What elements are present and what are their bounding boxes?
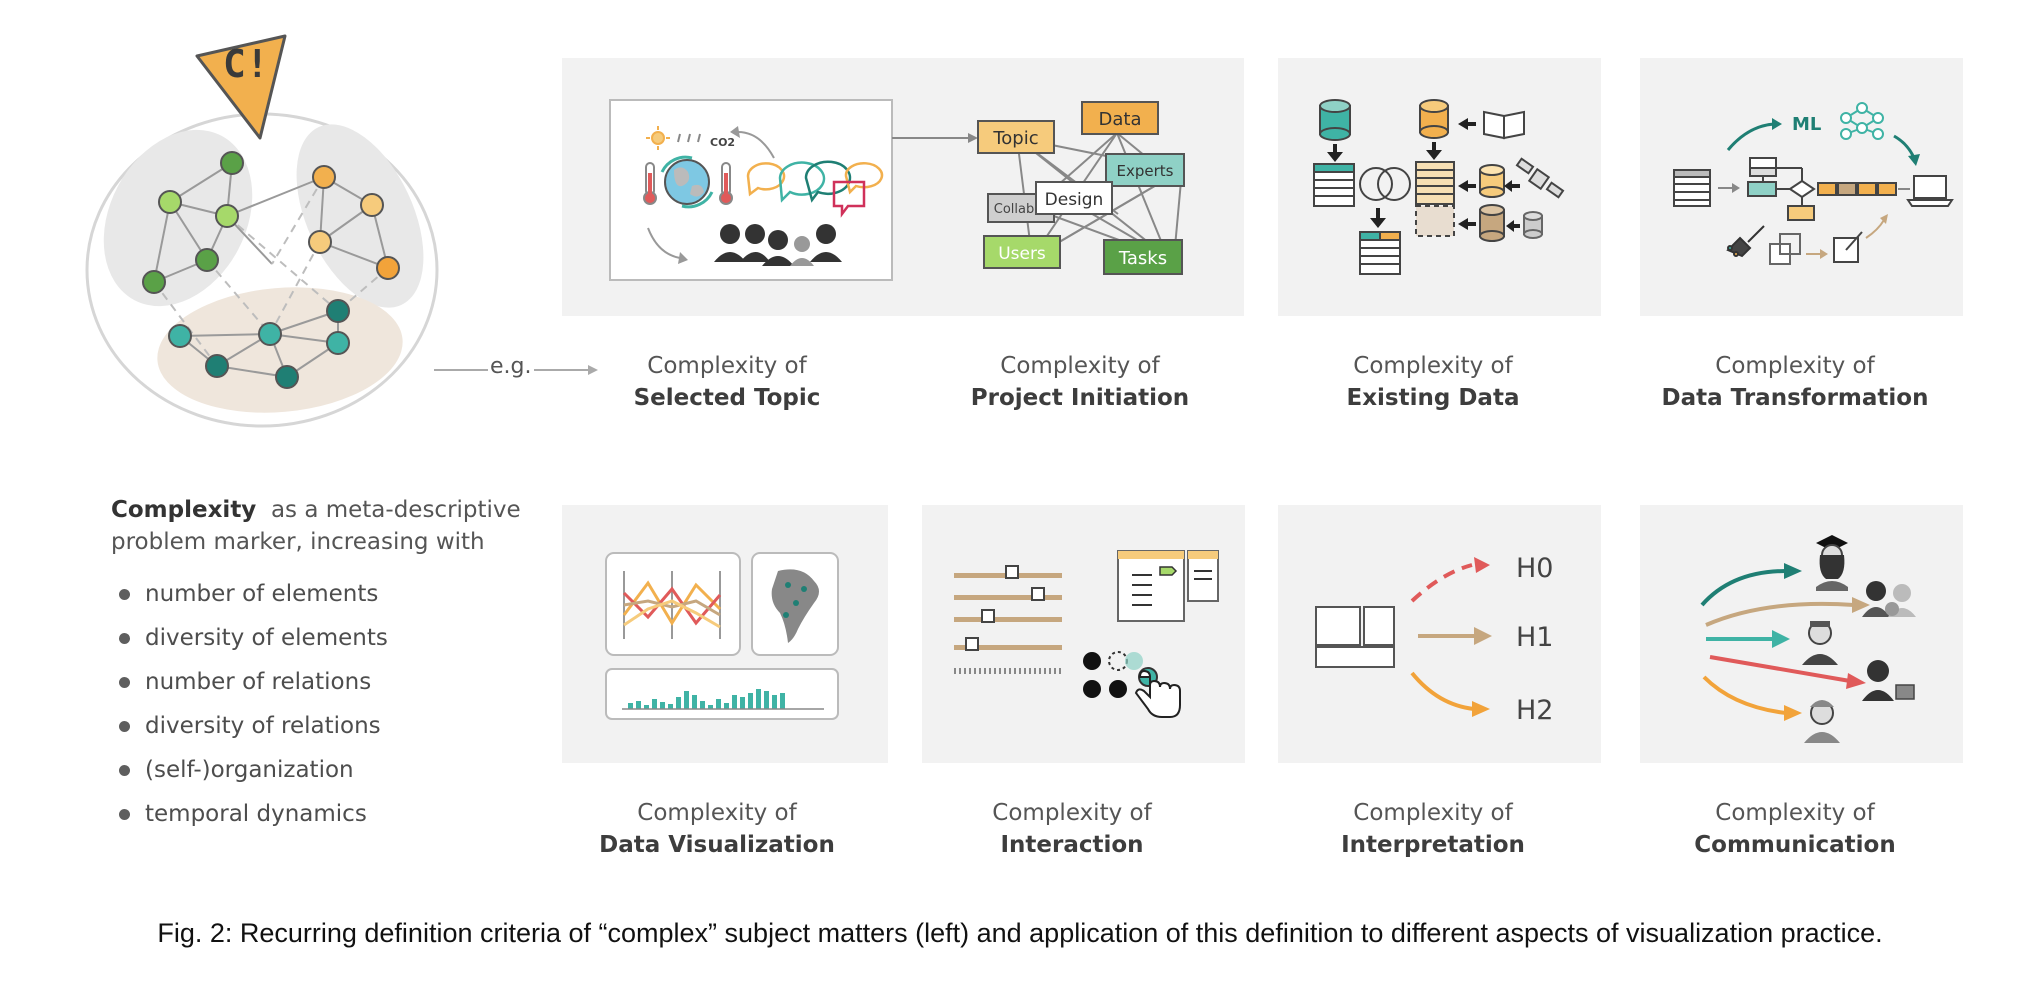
complexity-definition-rest: as a meta-descriptive problem marker, in… [111, 497, 521, 555]
laptop-icon [1906, 175, 1954, 207]
parallel-coordinates-icon [622, 571, 722, 639]
caption-data-transformation: Complexity of Data Transformation [1661, 353, 1929, 411]
satellite-icon [1515, 157, 1565, 199]
caption-interaction: Complexity of Interaction [992, 800, 1152, 858]
graduate-icon [1816, 535, 1848, 591]
people-icon [714, 224, 842, 266]
hypothesis-h2: H2 [1516, 695, 1553, 726]
experts-label: Experts [1117, 162, 1174, 180]
bullet-icon [119, 809, 130, 820]
dashboard-icon [1315, 606, 1395, 668]
design-box [1035, 181, 1113, 215]
resize-icon [1769, 233, 1801, 265]
globe-icon [660, 155, 714, 209]
bar-timeline-icon [628, 689, 785, 709]
data-visualization-illustration [605, 552, 839, 720]
panel-interaction-bg [922, 505, 1245, 763]
criteria-item: number of elements [111, 572, 388, 616]
businessperson-icon [1862, 660, 1915, 701]
broom-icon [1726, 225, 1765, 258]
sun-icon [646, 126, 670, 150]
database-small-icon [1479, 164, 1543, 242]
venn-icon [1359, 167, 1411, 201]
tasks-label: Tasks [1118, 248, 1167, 269]
criteria-item: number of relations [111, 660, 388, 704]
neural-net-icon [1840, 102, 1884, 140]
complexity-badge-triangle [195, 34, 287, 140]
worker-icon [1804, 700, 1840, 743]
criteria-item: (self-)organization [111, 748, 388, 792]
caption-selected-topic: Complexity of Selected Topic [633, 353, 821, 411]
caption-project-initiation: Complexity of Project Initiation [970, 353, 1190, 411]
ml-label: ML [1792, 114, 1821, 135]
book-icon [1483, 110, 1525, 140]
caption-interpretation: Complexity of Interpretation [1341, 800, 1525, 858]
criteria-item: diversity of elements [111, 616, 388, 660]
panel-communication-bg [1640, 505, 1963, 763]
experts-box [1105, 153, 1185, 187]
network-dashed-edges [153, 176, 389, 367]
co2-label: CO2 [710, 136, 735, 149]
data-box [1081, 101, 1159, 135]
collab-label: Collab [994, 202, 1034, 217]
hypothesis-arrow-h0 [1410, 563, 1473, 603]
existing-data-illustration [1313, 99, 1565, 275]
bullet-icon [119, 589, 130, 600]
complexity-network-diagram [85, 34, 439, 428]
eg-arrow [434, 365, 598, 375]
criteria-item: temporal dynamics [111, 792, 388, 836]
caption-existing-data: Complexity of Existing Data [1346, 353, 1520, 411]
bullet-icon [119, 765, 130, 776]
hypothesis-h0: H0 [1516, 553, 1553, 584]
table-icon [1673, 169, 1711, 207]
hand-cursor-icon [1134, 669, 1181, 718]
users-label: Users [998, 244, 1046, 264]
speech-bubbles-icon [746, 160, 884, 218]
caption-communication: Complexity of Communication [1694, 800, 1896, 858]
bullet-icon [119, 677, 130, 688]
edit-icon [1833, 231, 1863, 263]
flowchart-icon [1747, 157, 1897, 221]
database-icon [1319, 99, 1351, 141]
users-box [983, 235, 1061, 269]
interaction-illustration [954, 550, 1219, 718]
design-label: Design [1045, 190, 1104, 210]
window-icon [1117, 550, 1219, 622]
criteria-item: diversity of relations [111, 704, 388, 748]
communication-illustration [1700, 535, 1916, 743]
hypothesis-h1: H1 [1516, 622, 1553, 653]
network-nodes [142, 151, 400, 389]
table-icon [1313, 163, 1355, 207]
data-label: Data [1099, 109, 1142, 130]
criteria-list: number of elements diversity of elements… [111, 572, 388, 836]
table-orange-icon [1415, 161, 1455, 237]
complexity-keyword: Complexity [111, 497, 257, 523]
thermometer-icon [643, 162, 733, 205]
sliders-icon [954, 565, 1062, 674]
hypothesis-arrow-h2 [1410, 671, 1475, 711]
database-orange-icon [1419, 99, 1449, 139]
complexity-badge-text: C! [223, 42, 269, 86]
bullet-icon [119, 721, 130, 732]
caption-data-visualization: Complexity of Data Visualization [599, 800, 835, 858]
table-result-icon [1359, 231, 1401, 275]
eg-label: e.g. [490, 354, 532, 379]
map-icon [771, 569, 819, 643]
complexity-definition: Complexity as a meta-descriptive problem… [111, 494, 531, 558]
topic-box [977, 120, 1055, 154]
topic-label: Topic [992, 128, 1038, 149]
interpretation-illustration: H0 H1 H2 [1315, 553, 1553, 726]
figure-caption: Fig. 2: Recurring definition criteria of… [157, 918, 1883, 948]
data-transformation-illustration: ML [1673, 102, 1954, 265]
engineer-icon [1802, 621, 1838, 665]
bullet-icon [119, 633, 130, 644]
tasks-box [1103, 239, 1183, 275]
group-people-icon [1862, 581, 1916, 617]
selected-topic-illustration: CO2 [609, 99, 1185, 281]
